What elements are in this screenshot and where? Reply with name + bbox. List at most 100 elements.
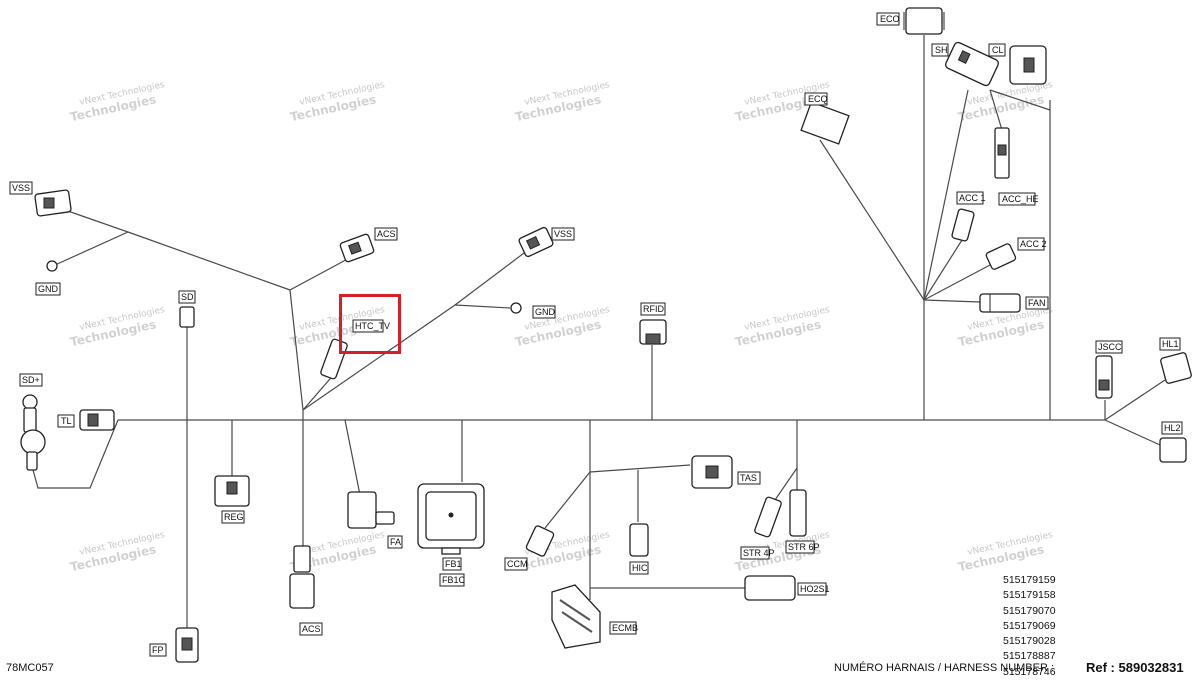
svg-text:FAN: FAN [1028,298,1046,308]
highlight-box [339,294,401,354]
svg-text:RFID: RFID [643,304,664,314]
acc-he-connector [994,127,1010,179]
label-fa: FA [387,535,403,549]
svg-text:VSS: VSS [12,183,30,193]
label-fp: FP [149,643,167,657]
svg-text:GND: GND [535,307,556,317]
label-fb1c: FB1C [439,573,466,587]
svg-text:ACC 1: ACC 1 [959,193,986,203]
label-gnd-left: GND [35,282,61,296]
svg-text:ECQ: ECQ [808,94,828,104]
harness-number-list: 515179159 515179158 515179070 515179069 … [1003,573,1063,680]
fan-connector [979,293,1021,313]
label-eco: ECO [876,12,900,26]
label-cl: CL [988,43,1006,57]
svg-text:HO2S1: HO2S1 [800,584,830,594]
reg-connector [214,475,250,507]
label-sh: SH [931,43,949,57]
fp-connector [175,627,199,663]
label-acs-bottom: ACS [299,622,323,636]
wires [32,35,1166,632]
harness-number: 515179159 [1003,574,1056,586]
svg-text:SD: SD [181,292,194,302]
svg-text:ACC_HE: ACC_HE [1002,194,1039,204]
label-jscc: JSCC [1095,340,1123,354]
sd-plus-connector [20,394,46,471]
str-4p-connector [754,496,782,538]
label-reg: REG [221,510,245,524]
label-vss-left: VSS [9,181,33,195]
wire [923,239,963,301]
wire [1104,379,1166,421]
label-htc-tv: HTC_TV [352,319,390,333]
label-acc-he: ACC_HE [998,192,1039,206]
wire [344,419,361,496]
svg-text:STR 4P: STR 4P [743,548,775,558]
label-vss-mid: VSS [551,227,575,241]
wire [923,264,991,301]
svg-text:HL1: HL1 [1162,339,1179,349]
svg-text:ACC 2: ACC 2 [1020,239,1047,249]
label-sd: SD [178,290,196,304]
wire [54,231,129,266]
tl-connector [79,409,115,431]
label-ecmb: ECMB [609,621,638,635]
label-acs-top: ACS [374,227,398,241]
svg-text:SD+: SD+ [22,375,40,385]
svg-text:ACS: ACS [377,229,396,239]
vss-mid-connector [518,226,554,258]
tas-connector [691,455,733,489]
svg-text:VSS: VSS [554,229,572,239]
svg-text:REG: REG [224,512,244,522]
svg-text:FA: FA [390,537,401,547]
harness-number: 515179028 [1003,635,1056,648]
label-sd-plus: SD+ [19,373,43,387]
svg-text:FB1: FB1 [445,559,462,569]
label-str-4p: STR 4P [740,546,775,560]
acs-top-connector [339,233,375,263]
wire [989,89,1003,131]
svg-text:HTC_TV: HTC_TV [355,321,390,331]
wire [1104,419,1161,446]
label-ecq: ECQ [804,92,828,106]
label-acc1: ACC 1 [956,191,986,205]
svg-text:HL2: HL2 [1164,423,1181,433]
gnd-mid-ring [510,302,522,314]
ecmb-connector [551,584,601,649]
harness-number: 515178746 [1003,665,1056,678]
label-fb1: FB1 [442,557,462,571]
svg-text:GND: GND [38,284,59,294]
hic-connector [629,523,649,557]
label-ho2s1: HO2S1 [797,582,830,596]
svg-text:TAS: TAS [740,473,757,483]
acc2-connector [985,243,1017,270]
svg-text:ACS: ACS [302,624,321,634]
svg-text:CCM: CCM [507,559,528,569]
acc1-connector [951,208,975,242]
ccm-connector [525,525,555,557]
harness-number-label: NUMÉRO HARNAIS / HARNESS NUMBER : [834,662,1055,674]
svg-text:HIC: HIC [632,563,648,573]
svg-text:ECO: ECO [880,14,900,24]
harness-number: 515179070 [1003,604,1056,617]
cl-connector [1009,45,1047,85]
wire [774,467,798,501]
wire [544,471,591,529]
eco-connector [903,7,945,35]
vss-left-connector [34,189,72,217]
sd-connector [179,306,195,328]
label-hic: HIC [629,561,649,575]
label-rfid: RFID [640,302,666,316]
wire [289,254,356,291]
label-acc2: ACC 2 [1017,237,1047,251]
wire [923,89,969,301]
label-str-6p: STR 6P [785,540,820,554]
fa-connector [347,491,395,529]
harness-number: 515178887 [1003,650,1056,663]
ho2s1-connector [744,575,796,601]
svg-text:SH: SH [935,45,948,55]
connectors [20,7,1192,663]
reference-number: Ref : 589032831 [1086,660,1184,675]
svg-text:JSCC: JSCC [1098,342,1122,352]
connector-labels: ECO SH CL ECQ ACC 1 ACC_HE ACC 2 FAN VSS… [9,12,1183,657]
